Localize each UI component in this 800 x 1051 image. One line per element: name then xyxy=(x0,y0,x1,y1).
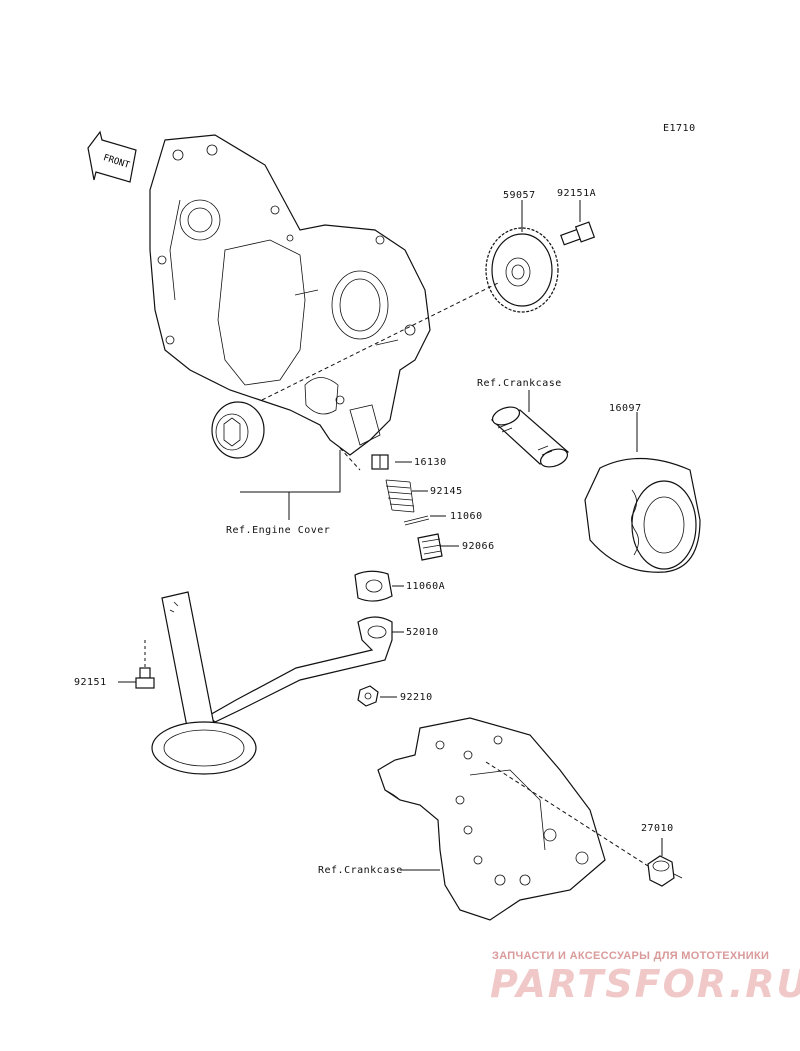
label-11060a: 11060A xyxy=(406,581,446,592)
label-92066: 92066 xyxy=(462,541,495,552)
label-92151: 92151 xyxy=(74,677,107,688)
label-92210: 92210 xyxy=(400,692,433,703)
plug-92066 xyxy=(417,533,443,561)
oil-strainer xyxy=(151,591,257,775)
label-ref-crankcase-bottom: Ref.Crankcase xyxy=(318,865,403,876)
label-59057: 59057 xyxy=(503,190,536,201)
bolt-92151a xyxy=(560,221,596,246)
leader-lines xyxy=(118,200,663,871)
oil-filter xyxy=(584,457,701,573)
oil-pump-gear xyxy=(485,227,559,313)
bolt-92151 xyxy=(135,640,155,689)
label-16097: 16097 xyxy=(609,403,642,414)
spring xyxy=(385,479,415,513)
crankcase-outline xyxy=(377,717,606,921)
engine-cover-outline xyxy=(149,134,431,456)
nut-92210 xyxy=(357,685,379,707)
label-16130: 16130 xyxy=(414,457,447,468)
pipe-fitting xyxy=(490,406,570,468)
label-92151a: 92151A xyxy=(557,188,597,199)
oil-pump-rotor xyxy=(211,401,265,459)
label-92145: 92145 xyxy=(430,486,463,497)
diagram-code: E1710 xyxy=(663,123,696,134)
label-52010: 52010 xyxy=(406,627,439,638)
label-ref-engine-cover: Ref.Engine Cover xyxy=(226,525,331,536)
label-27010: 27010 xyxy=(641,823,674,834)
washer-11060 xyxy=(403,515,430,526)
oil-pressure-switch xyxy=(647,855,683,887)
label-11060: 11060 xyxy=(450,511,483,522)
label-ref-crankcase-top: Ref.Crankcase xyxy=(477,378,562,389)
watermark-brand: PARTSFOR.RU xyxy=(490,962,800,1006)
watermark-tagline: ЗАПЧАСТИ И АКСЕССУАРЫ ДЛЯ МОТОТЕХНИКИ xyxy=(492,950,770,962)
oil-strainer-pipe xyxy=(206,616,393,723)
gasket-11060a xyxy=(354,570,393,602)
front-arrow-icon: FRONT xyxy=(87,130,137,183)
